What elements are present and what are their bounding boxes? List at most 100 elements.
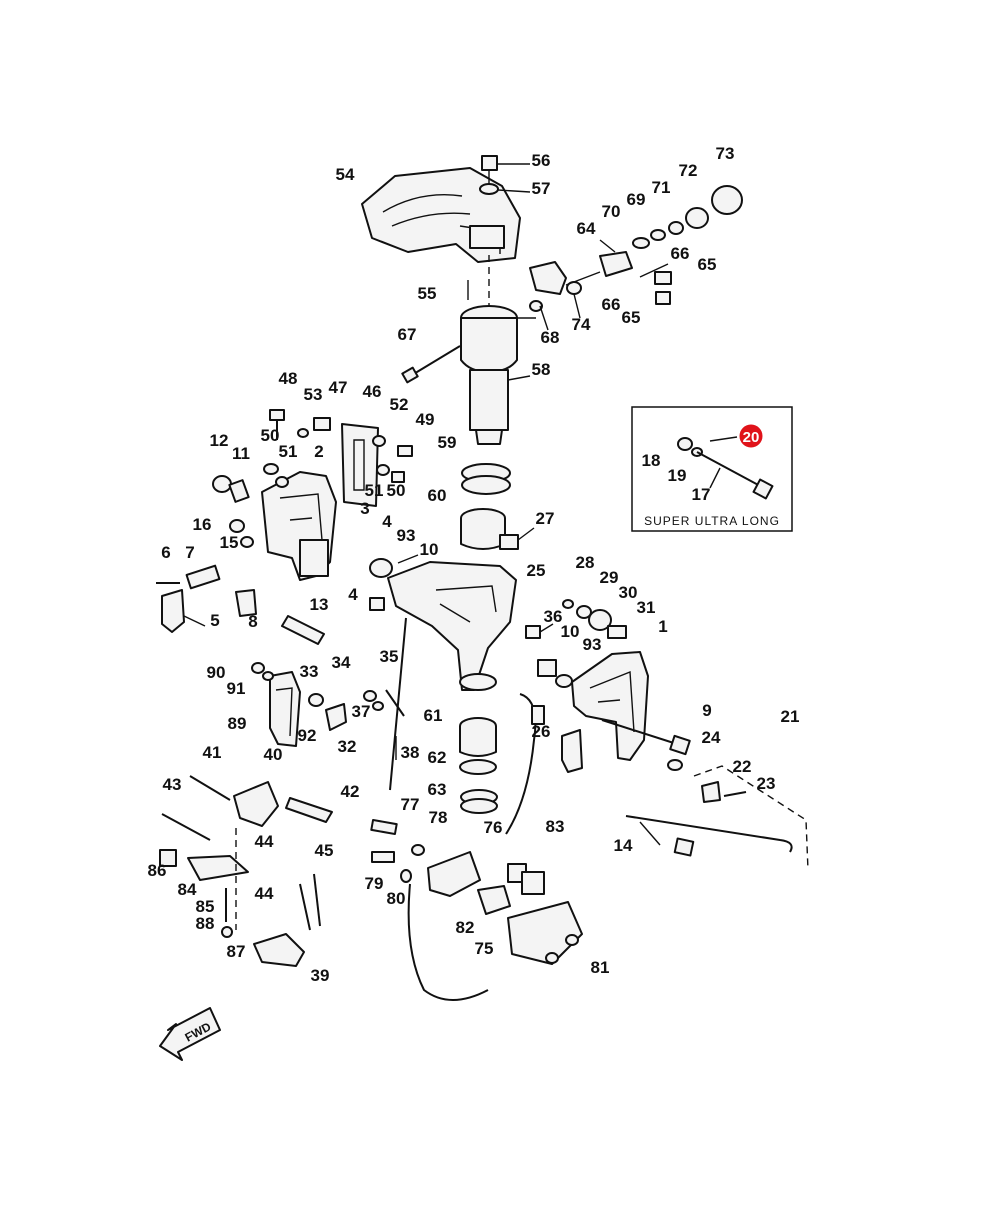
- tilt-rod-part: [601, 719, 809, 871]
- callout-91: 91: [227, 679, 246, 698]
- friction-assembly-part: [529, 185, 743, 331]
- callout-74: 74: [572, 315, 591, 334]
- callout-93: 93: [397, 526, 416, 545]
- callout-45: 45: [315, 841, 334, 860]
- callout-24: 24: [702, 728, 721, 747]
- bushing-59-part: [461, 463, 511, 495]
- right-clamp-bracket-part: [561, 651, 649, 773]
- callout-10: 10: [420, 540, 439, 559]
- swivel-bracket-part: [369, 554, 517, 691]
- callout-30: 30: [619, 583, 638, 602]
- callout-25: 25: [527, 561, 546, 580]
- callout-61: 61: [424, 706, 443, 725]
- callout-38: 38: [401, 743, 420, 762]
- steering-column-part: [460, 255, 536, 445]
- tilt-parts-part: [156, 564, 257, 633]
- callout-53: 53: [304, 385, 323, 404]
- callout-5: 5: [210, 611, 219, 630]
- callout-36: 36: [544, 607, 563, 626]
- callout-67: 67: [398, 325, 417, 344]
- callout-85: 85: [196, 897, 215, 916]
- callout-92: 92: [298, 726, 317, 745]
- bushings-61-63-part: [459, 717, 498, 814]
- callout-7: 7: [185, 543, 194, 562]
- callout-63: 63: [428, 780, 447, 799]
- highlight-label-20: 20: [743, 429, 760, 446]
- callout-78: 78: [429, 808, 448, 827]
- callout-4: 4: [382, 512, 392, 531]
- callout-77: 77: [401, 795, 420, 814]
- callout-11: 11: [232, 444, 250, 463]
- callout-83: 83: [546, 817, 565, 836]
- callout-41: 41: [203, 743, 222, 762]
- callout-29: 29: [600, 568, 619, 587]
- callout-89: 89: [228, 714, 247, 733]
- callout-73: 73: [716, 144, 735, 163]
- lower-left-bracket-part: [251, 662, 301, 747]
- inset-super-ultra-long: 20 SUPER ULTRA LONG: [631, 406, 793, 532]
- callout-27: 27: [536, 509, 555, 528]
- callout-43: 43: [163, 775, 182, 794]
- callout-2: 2: [314, 442, 323, 461]
- long-bolt-67-part: [401, 345, 461, 384]
- callout-22: 22: [733, 757, 752, 776]
- callout-8: 8: [248, 612, 257, 631]
- callout-6: 6: [161, 543, 170, 562]
- callout-33: 33: [300, 662, 319, 681]
- callout-65: 65: [622, 308, 641, 327]
- callout-62: 62: [428, 748, 447, 767]
- callout-59: 59: [438, 433, 457, 452]
- callout-17: 17: [692, 485, 711, 504]
- callout-86: 86: [148, 861, 167, 880]
- callout-3: 3: [360, 499, 369, 518]
- callout-23: 23: [757, 774, 776, 793]
- callout-80: 80: [387, 889, 406, 908]
- callout-47: 47: [329, 378, 348, 397]
- callout-84: 84: [178, 880, 197, 899]
- callout-70: 70: [602, 202, 621, 221]
- callout-90: 90: [207, 663, 226, 682]
- callout-1: 1: [658, 617, 667, 636]
- callout-26: 26: [532, 722, 551, 741]
- callout-31: 31: [637, 598, 656, 617]
- rod-38-part: [389, 617, 407, 791]
- callout-10: 10: [561, 622, 580, 641]
- callout-4: 4: [348, 585, 358, 604]
- callout-18: 18: [642, 451, 661, 470]
- callout-35: 35: [380, 647, 399, 666]
- callout-16: 16: [193, 515, 212, 534]
- callout-64: 64: [577, 219, 596, 238]
- plate-46-part: [313, 417, 379, 507]
- callout-69: 69: [627, 190, 646, 209]
- callout-19: 19: [668, 466, 687, 485]
- callout-81: 81: [591, 958, 610, 977]
- bushing-60-part: [460, 508, 506, 550]
- callout-28: 28: [576, 553, 595, 572]
- callout-labels: 5657547372716970646665556874666567584853…: [148, 144, 800, 985]
- callout-93: 93: [583, 635, 602, 654]
- callout-46: 46: [363, 382, 382, 401]
- inset-caption: SUPER ULTRA LONG: [644, 514, 780, 528]
- callout-55: 55: [418, 284, 437, 303]
- clip-27-part: [499, 527, 535, 550]
- callout-60: 60: [428, 486, 447, 505]
- callout-12: 12: [210, 431, 229, 450]
- callout-52: 52: [390, 395, 409, 414]
- callout-56: 56: [532, 151, 551, 170]
- callout-76: 76: [484, 818, 503, 837]
- callout-72: 72: [679, 161, 698, 180]
- ground-wire-part: [505, 693, 545, 835]
- pin-13-part: [281, 615, 325, 645]
- callout-50: 50: [261, 426, 280, 445]
- callout-9: 9: [702, 701, 711, 720]
- small-bolts-part: [212, 409, 413, 548]
- callout-48: 48: [279, 369, 298, 388]
- callout-39: 39: [311, 966, 330, 985]
- callout-40: 40: [264, 745, 283, 764]
- callout-44: 44: [255, 832, 274, 851]
- lower-right-parts-part: [370, 818, 583, 1001]
- bushing-10-part: [537, 659, 573, 688]
- callout-42: 42: [341, 782, 360, 801]
- callout-50: 50: [387, 481, 406, 500]
